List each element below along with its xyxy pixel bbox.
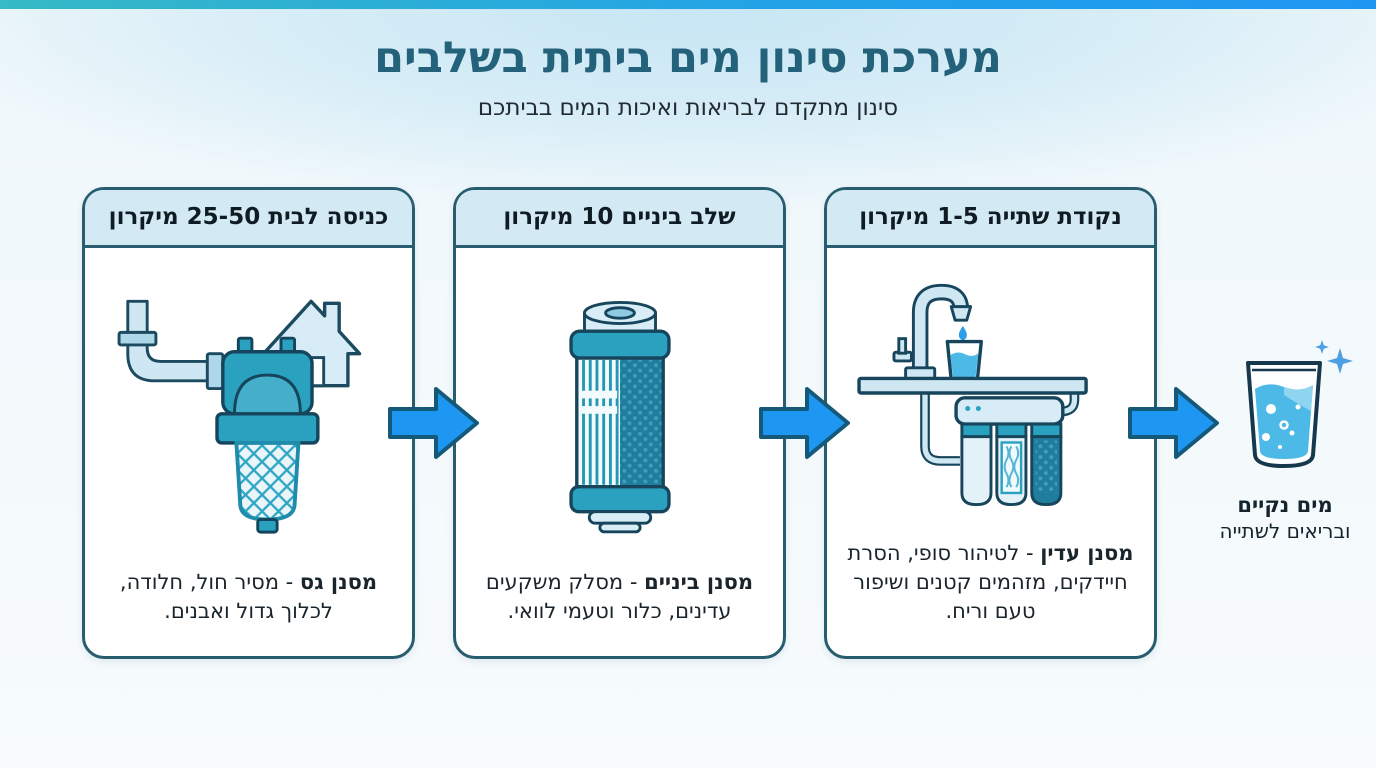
- counter-glass-icon: [945, 340, 983, 382]
- stage-desc-drinking-point: מסנן עדין - לטיהור סופי, הסרת חיידקים, מ…: [827, 539, 1154, 656]
- stage-card-house-entry: כניסה לבית 25-50 מיקרון: [82, 186, 415, 659]
- stage-desc-lead: מסנן ביניים: [644, 569, 754, 594]
- under-sink-filter-icon: [856, 283, 1088, 507]
- flow-arrow-1: [388, 384, 479, 462]
- stage-title-intermediate: שלב ביניים 10 מיקרון: [456, 189, 783, 248]
- stage-desc-house-entry: מסנן גס - מסיר חול, חלודה, לכלוך גדול וא…: [85, 568, 412, 656]
- clean-water-result: מים נקיים ובריאים לשתייה: [1201, 339, 1369, 543]
- stage-card-intermediate: שלב ביניים 10 מיקרון: [453, 186, 786, 659]
- sediment-filter-housing-icon: [214, 336, 320, 534]
- page-title: מערכת סינון מים ביתית בשלבים: [374, 33, 1002, 83]
- cartridge-body: [568, 300, 671, 533]
- whole-house-filter-icon: [117, 299, 361, 534]
- infographic-root: מערכת סינון מים ביתית בשלבים סינון מתקדם…: [0, 0, 1376, 659]
- stage-desc-rest: - מסלק משקעים עדינים, כלור וטעמי לוואי.: [485, 569, 732, 623]
- result-line-2: ובריאים לשתייה: [1219, 518, 1351, 543]
- stage-desc-rest: - מסיר חול, חלודה, לכלוך גדול ואבנים.: [119, 569, 333, 623]
- arrow-right-icon: [388, 386, 479, 459]
- arrow-right-icon: [759, 386, 850, 459]
- stage-title-house-entry: כניסה לבית 25-50 מיקרון: [85, 189, 412, 248]
- filter-unit: [953, 396, 1065, 507]
- top-accent-bar: [0, 0, 1376, 9]
- page-header: מערכת סינון מים ביתית בשלבים סינון מתקדם…: [0, 9, 1376, 121]
- flow-arrow-3: [1128, 384, 1219, 462]
- stage-title-drinking-point: נקודת שתייה 1-5 מיקרון: [827, 189, 1154, 248]
- clean-water-glass-icon: [1246, 339, 1353, 468]
- sparkles-icon: [1315, 339, 1353, 374]
- result-label: מים נקיים ובריאים לשתייה: [1220, 493, 1351, 543]
- countertop: [856, 376, 1088, 395]
- cartridge-filter-icon: [568, 300, 671, 533]
- stage-art-house-entry: [85, 248, 412, 568]
- faucet-icon: [892, 283, 972, 381]
- water-pipe-icon: [117, 299, 224, 390]
- stage-desc-lead: מסנן גס: [299, 569, 378, 594]
- stage-art-drinking-point: [827, 248, 1154, 539]
- flow-arrow-2: [759, 384, 850, 462]
- stage-desc-rest: - לטיהור סופי, הסרת חיידקים, מזהמים קטני…: [847, 540, 1128, 623]
- filtration-flow: כניסה לבית 25-50 מיקרון: [0, 186, 1376, 659]
- page-subtitle: סינון מתקדם לבריאות ואיכות המים בביתכם: [477, 94, 899, 121]
- result-line-1: מים נקיים: [1237, 492, 1333, 517]
- arrow-right-icon: [1128, 386, 1219, 459]
- stage-desc-lead: מסנן עדין: [1040, 540, 1134, 565]
- water-drop-icon: [958, 326, 967, 341]
- stage-desc-intermediate: מסנן ביניים - מסלק משקעים עדינים, כלור ו…: [456, 568, 783, 656]
- stage-card-drinking-point: נקודת שתייה 1-5 מיקרון: [824, 186, 1157, 659]
- stage-art-intermediate: [456, 248, 783, 568]
